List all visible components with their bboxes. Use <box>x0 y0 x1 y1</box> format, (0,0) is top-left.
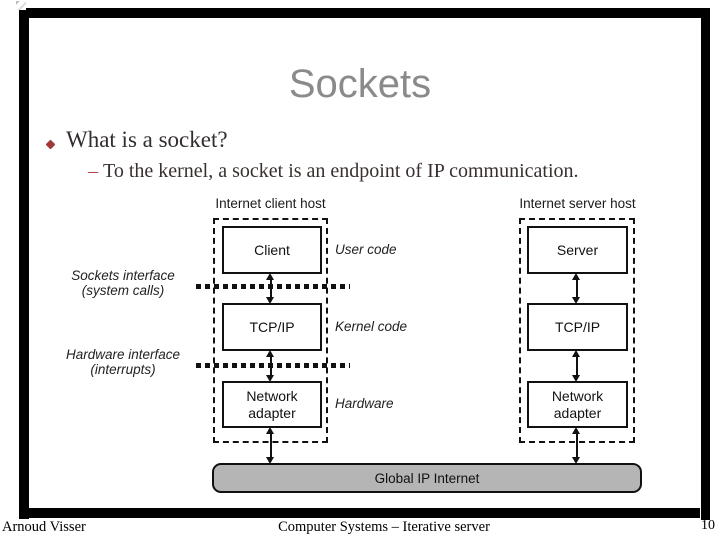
arrow-down-icon <box>572 457 580 464</box>
network-adapter-client-label: Network adapter <box>246 388 298 421</box>
user-code-label: User code <box>335 242 397 257</box>
hardware-interface-dotted-line <box>196 363 350 368</box>
global-ip-internet-bar: Global IP Internet <box>212 463 642 493</box>
frame-top-bar <box>19 8 710 18</box>
arrow-up-icon <box>572 350 580 357</box>
tcpip-client-box: TCP/IP <box>222 303 322 351</box>
sub-bullet: –To the kernel, a socket is an endpoint … <box>88 160 579 183</box>
sockets-interface-label: Sockets interface (system calls) <box>48 268 198 298</box>
client-box: Client <box>222 226 322 274</box>
footer-course-title: Computer Systems – Iterative server <box>278 519 490 535</box>
sockets-interface-line2: (system calls) <box>81 283 165 299</box>
frame-right-bar <box>701 8 710 520</box>
slide-title: Sockets <box>288 62 432 106</box>
frame-bottom-bar <box>29 508 700 518</box>
frame-corner-pixel-decoration <box>16 1 26 10</box>
network-adapter-server-label: Network adapter <box>551 388 604 421</box>
arrow-down-icon <box>572 375 580 382</box>
tcpip-server-box: TCP/IP <box>527 303 628 351</box>
client-box-label: Client <box>254 241 290 258</box>
page-number: 10 <box>701 518 715 533</box>
frame-left-bar <box>19 8 29 519</box>
server-box-label: Server <box>556 241 599 258</box>
arrow-tcpip-network-server <box>572 350 581 382</box>
network-adapter-server-box: Network adapter <box>527 381 628 428</box>
arrow-down-icon <box>266 457 274 464</box>
bullet-question: What is a socket? <box>66 127 228 152</box>
tcpip-client-label: TCP/IP <box>249 318 295 335</box>
network-adapter-client-box: Network adapter <box>222 381 322 428</box>
sockets-interface-line1: Sockets interface <box>71 268 175 283</box>
hardware-interface-line2: (interrupts) <box>90 362 156 378</box>
arrow-tcpip-network-client <box>266 350 275 382</box>
sockets-interface-dotted-line <box>196 284 350 289</box>
sub-bullet-text: To the kernel, a socket is an endpoint o… <box>103 160 579 182</box>
sub-bullet-dash: – <box>88 160 98 182</box>
arrow-up-icon <box>572 427 580 434</box>
bullet-diamond-icon <box>45 139 56 150</box>
arrow-up-icon <box>266 350 274 357</box>
server-box: Server <box>527 226 628 274</box>
client-host-label: Internet client host <box>215 196 326 211</box>
footer-author: Arnoud Visser <box>2 519 86 535</box>
kernel-code-label: Kernel code <box>335 319 408 334</box>
hardware-interface-line1: Hardware interface <box>65 347 181 362</box>
hardware-interface-label: Hardware interface (interrupts) <box>48 347 198 377</box>
server-host-label: Internet server host <box>519 196 636 211</box>
tcpip-server-label: TCP/IP <box>554 318 601 335</box>
global-ip-internet-label: Global IP Internet <box>374 470 480 486</box>
arrow-down-icon <box>266 297 274 304</box>
arrow-down-icon <box>572 297 580 304</box>
hardware-label: Hardware <box>335 396 394 411</box>
arrow-network-internet-client <box>266 427 275 464</box>
arrow-server-tcpip <box>572 273 581 304</box>
arrow-up-icon <box>572 273 580 280</box>
arrow-up-icon <box>266 273 274 280</box>
arrow-up-icon <box>266 427 274 434</box>
arrow-client-tcpip <box>266 273 275 304</box>
arrow-network-internet-server <box>572 427 581 464</box>
arrow-down-icon <box>266 375 274 382</box>
